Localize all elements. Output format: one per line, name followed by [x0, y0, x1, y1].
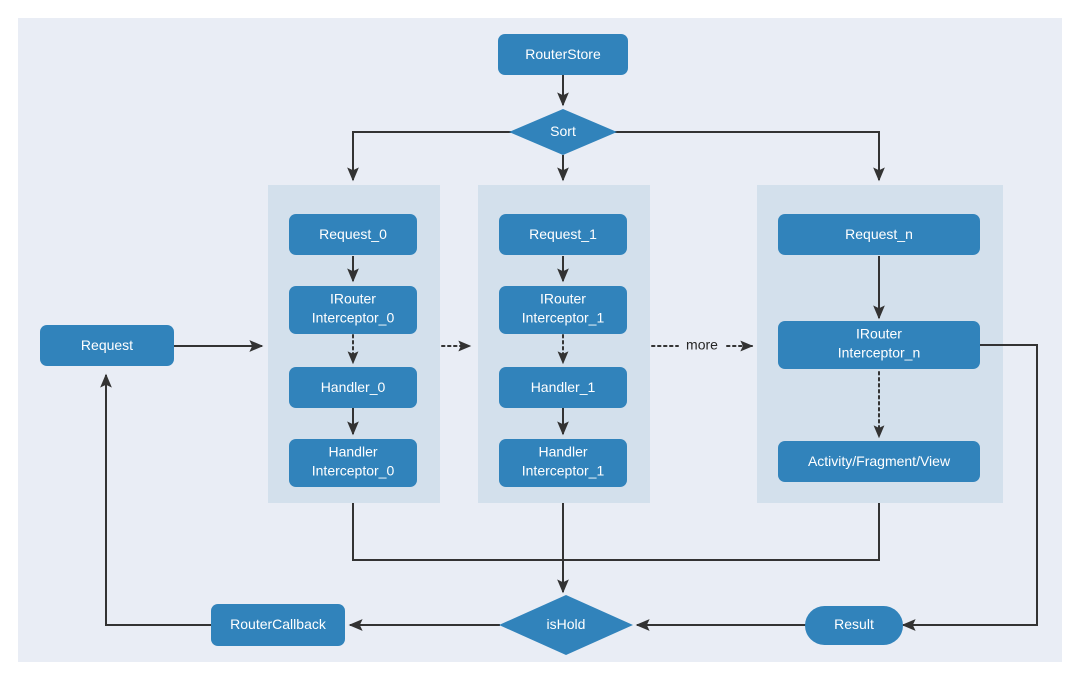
- node-request-1[interactable]: Request_1: [499, 214, 627, 255]
- node-irouter-interceptor-0[interactable]: IRouter Interceptor_0: [289, 286, 417, 334]
- node-request-0[interactable]: Request_0: [289, 214, 417, 255]
- node-router-store[interactable]: RouterStore: [498, 34, 628, 75]
- edge-sort-to-chain-0: [347, 131, 513, 182]
- node-handler-1[interactable]: Handler_1: [499, 367, 627, 408]
- node-router-callback[interactable]: RouterCallback: [211, 604, 345, 646]
- edge-chain-n-to-ishold-bus: [565, 503, 880, 561]
- edge-routercallback-to-request: [100, 373, 212, 626]
- edge-irouter-n-to-result: [901, 344, 1038, 631]
- node-request-n[interactable]: Request_n: [778, 214, 980, 255]
- node-result[interactable]: Result: [805, 606, 903, 645]
- node-request[interactable]: Request: [40, 325, 174, 366]
- edge-sort-to-chain-n: [615, 131, 885, 182]
- edge-chain-0-to-ishold-bus: [352, 503, 565, 561]
- node-handler-interceptor-0[interactable]: Handler Interceptor_0: [289, 439, 417, 487]
- node-irouter-interceptor-1[interactable]: IRouter Interceptor_1: [499, 286, 627, 334]
- node-activity-fragment-view[interactable]: Activity/Fragment/View: [778, 441, 980, 482]
- node-handler-0[interactable]: Handler_0: [289, 367, 417, 408]
- node-handler-interceptor-1[interactable]: Handler Interceptor_1: [499, 439, 627, 487]
- node-irouter-interceptor-n[interactable]: IRouter Interceptor_n: [778, 321, 980, 369]
